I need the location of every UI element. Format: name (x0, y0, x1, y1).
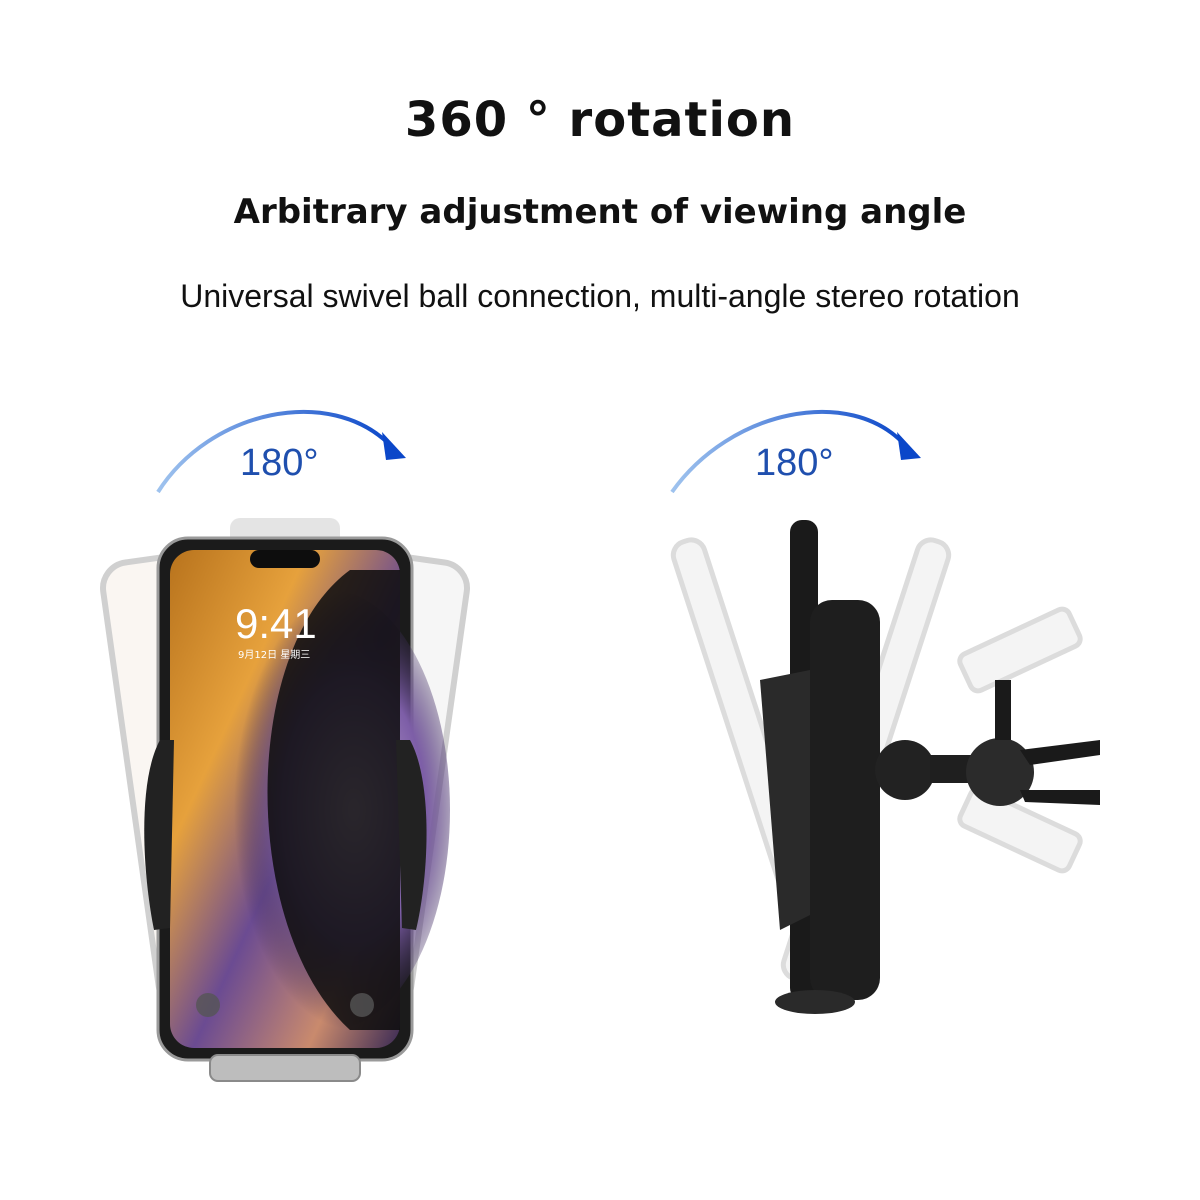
phone-holder-rotation-icon: 9:41 9月12日 星期三 (100, 518, 470, 1082)
rotation-angle-label: 180° (755, 442, 834, 484)
rotation-arrow-icon (156, 409, 406, 494)
front-rotation-panel: 180° 9:4 (90, 390, 490, 1090)
vent-mount-rotation-icon (670, 520, 1100, 1014)
lock-screen-date: 9月12日 星期三 (238, 649, 310, 661)
lock-screen-time: 9:41 (235, 600, 317, 647)
feature-description: Universal swivel ball connection, multi-… (180, 278, 1020, 314)
flashlight-icon (196, 993, 220, 1017)
page-title: 360 ° rotation (404, 92, 796, 148)
rotation-arrow-icon (670, 409, 921, 494)
rotation-angle-label: 180° (240, 442, 319, 484)
side-rotation-panel: 180° (660, 390, 1130, 1090)
camera-icon (350, 993, 374, 1017)
page-subtitle: Arbitrary adjustment of viewing angle (233, 192, 967, 232)
